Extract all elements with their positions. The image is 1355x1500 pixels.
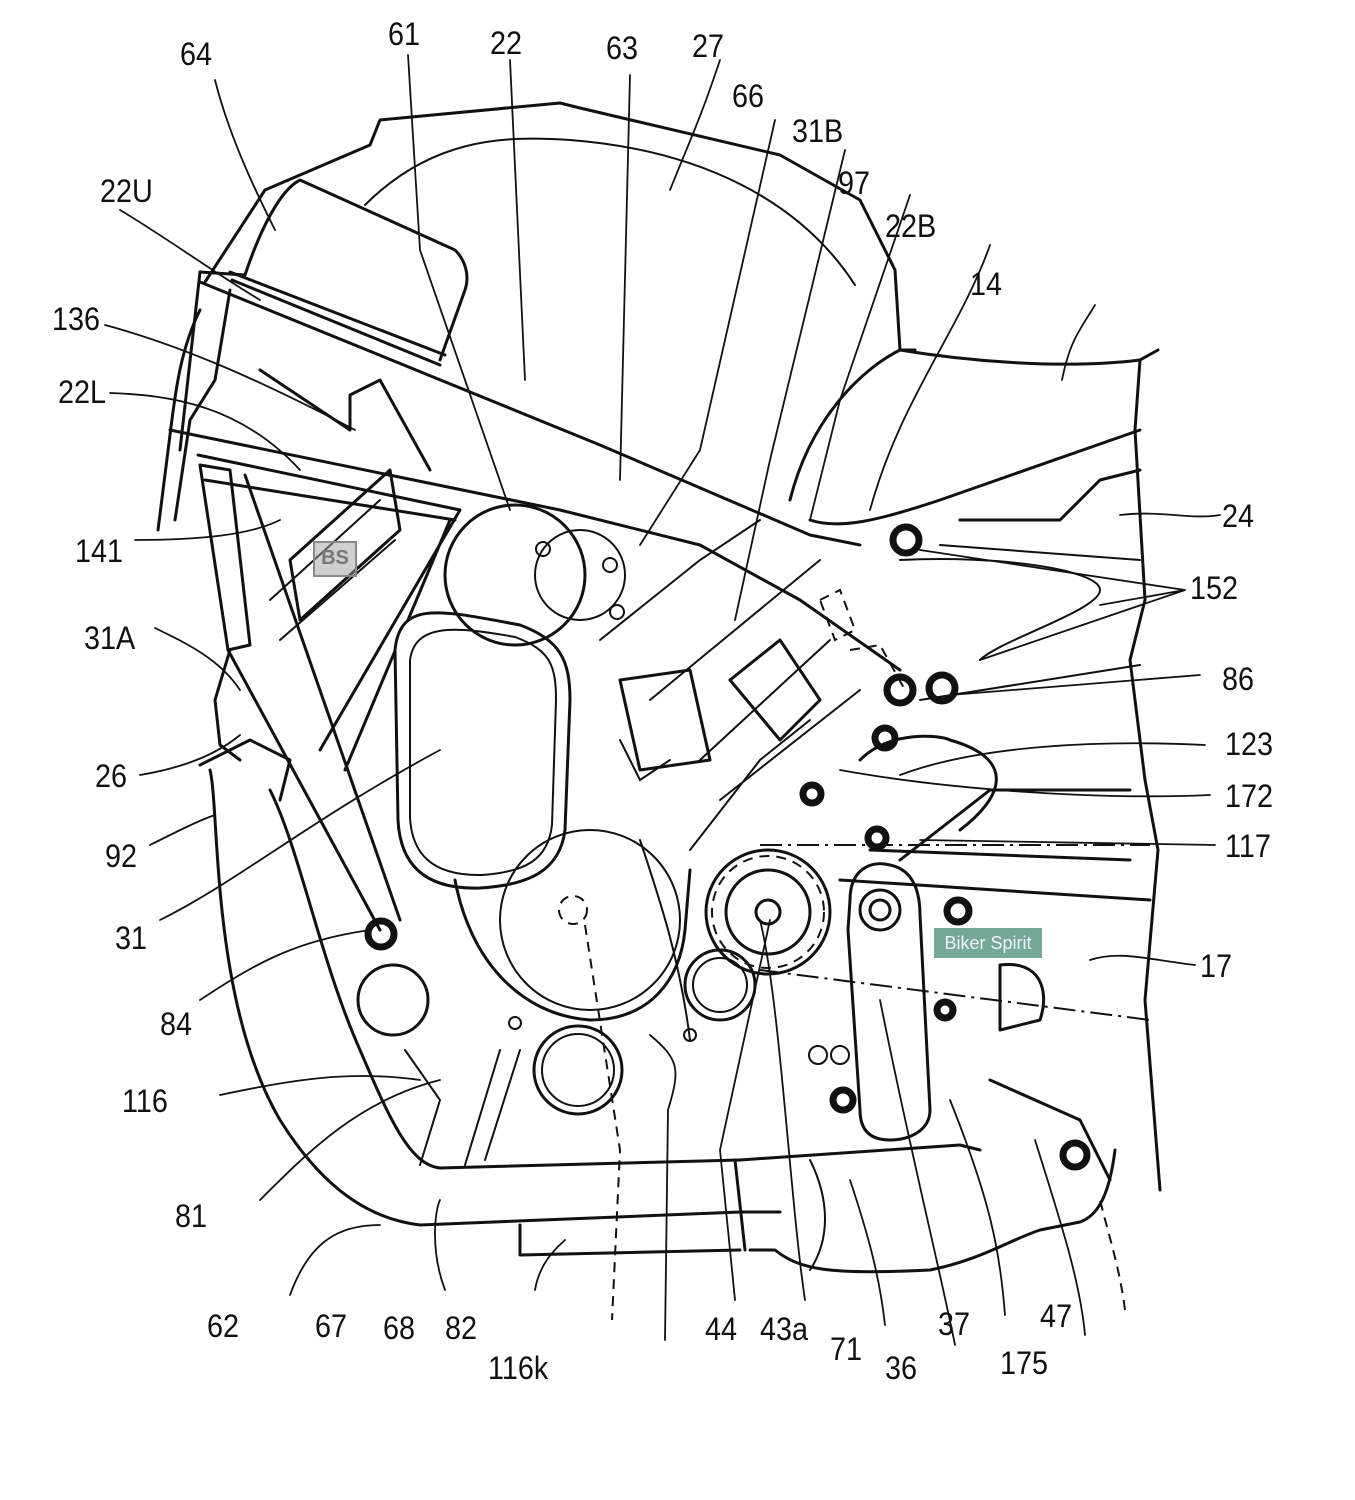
- exhaust-pipe: [198, 738, 782, 1257]
- ref-22U: 22U: [100, 173, 153, 209]
- ref-86: 86: [1222, 661, 1255, 697]
- ref-123: 123: [1225, 726, 1274, 762]
- cylinder-head-cover: [393, 503, 626, 890]
- bs-logo-watermark: BS: [313, 541, 357, 577]
- ref-22B: 22B: [885, 208, 937, 244]
- ref-66: 66: [732, 78, 765, 114]
- fuel-tank-outline: [203, 101, 917, 352]
- ref-152: 152: [1190, 570, 1239, 606]
- ref-43a: 43a: [760, 1311, 809, 1347]
- muffler: [738, 1143, 1117, 1274]
- ref-92: 92: [105, 838, 138, 874]
- main-frame: [156, 280, 902, 672]
- ref-97: 97: [838, 165, 871, 201]
- ref-47: 47: [1040, 1298, 1073, 1334]
- shock-link: [808, 862, 932, 1142]
- ref-44: 44: [705, 1311, 738, 1347]
- ref-68: 68: [383, 1310, 416, 1346]
- engine-internals: [269, 468, 906, 1041]
- ref-24: 24: [1222, 498, 1255, 534]
- ref-27: 27: [692, 28, 725, 64]
- ref-172: 172: [1225, 778, 1274, 814]
- down-tube: [198, 463, 462, 932]
- air-cleaner-box: [178, 178, 469, 452]
- ref-63: 63: [606, 30, 639, 66]
- frame-bolts: [364, 523, 1091, 1171]
- ref-67: 67: [315, 1308, 348, 1344]
- ref-136: 136: [52, 301, 101, 337]
- ref-175: 175: [1000, 1345, 1049, 1381]
- drive-sprocket: [683, 848, 832, 1022]
- ref-17: 17: [1200, 948, 1233, 984]
- ref-61: 61: [388, 16, 421, 52]
- ref-141: 141: [75, 533, 124, 569]
- ref-31A: 31A: [84, 620, 136, 656]
- ref-14: 14: [970, 266, 1003, 302]
- ref-22: 22: [490, 25, 523, 61]
- biker-spirit-watermark: Biker Spirit: [934, 928, 1042, 958]
- ref-62: 62: [207, 1308, 240, 1344]
- ref-36: 36: [885, 1350, 918, 1386]
- ref-82: 82: [445, 1310, 478, 1346]
- ref-26: 26: [95, 758, 128, 794]
- ref-31: 31: [115, 920, 148, 956]
- ref-31B: 31B: [792, 113, 844, 149]
- ref-84: 84: [160, 1006, 193, 1042]
- leader-lines: [104, 54, 1221, 1346]
- ref-22L: 22L: [58, 374, 107, 410]
- ref-116: 116: [122, 1083, 168, 1119]
- ref-37: 37: [938, 1306, 971, 1342]
- crankcase: [356, 829, 697, 1321]
- ref-71: 71: [830, 1331, 863, 1367]
- ref-81: 81: [175, 1198, 208, 1234]
- ref-64: 64: [180, 36, 213, 72]
- ref-117: 117: [1225, 828, 1271, 864]
- ref-116k: 116k: [488, 1350, 549, 1386]
